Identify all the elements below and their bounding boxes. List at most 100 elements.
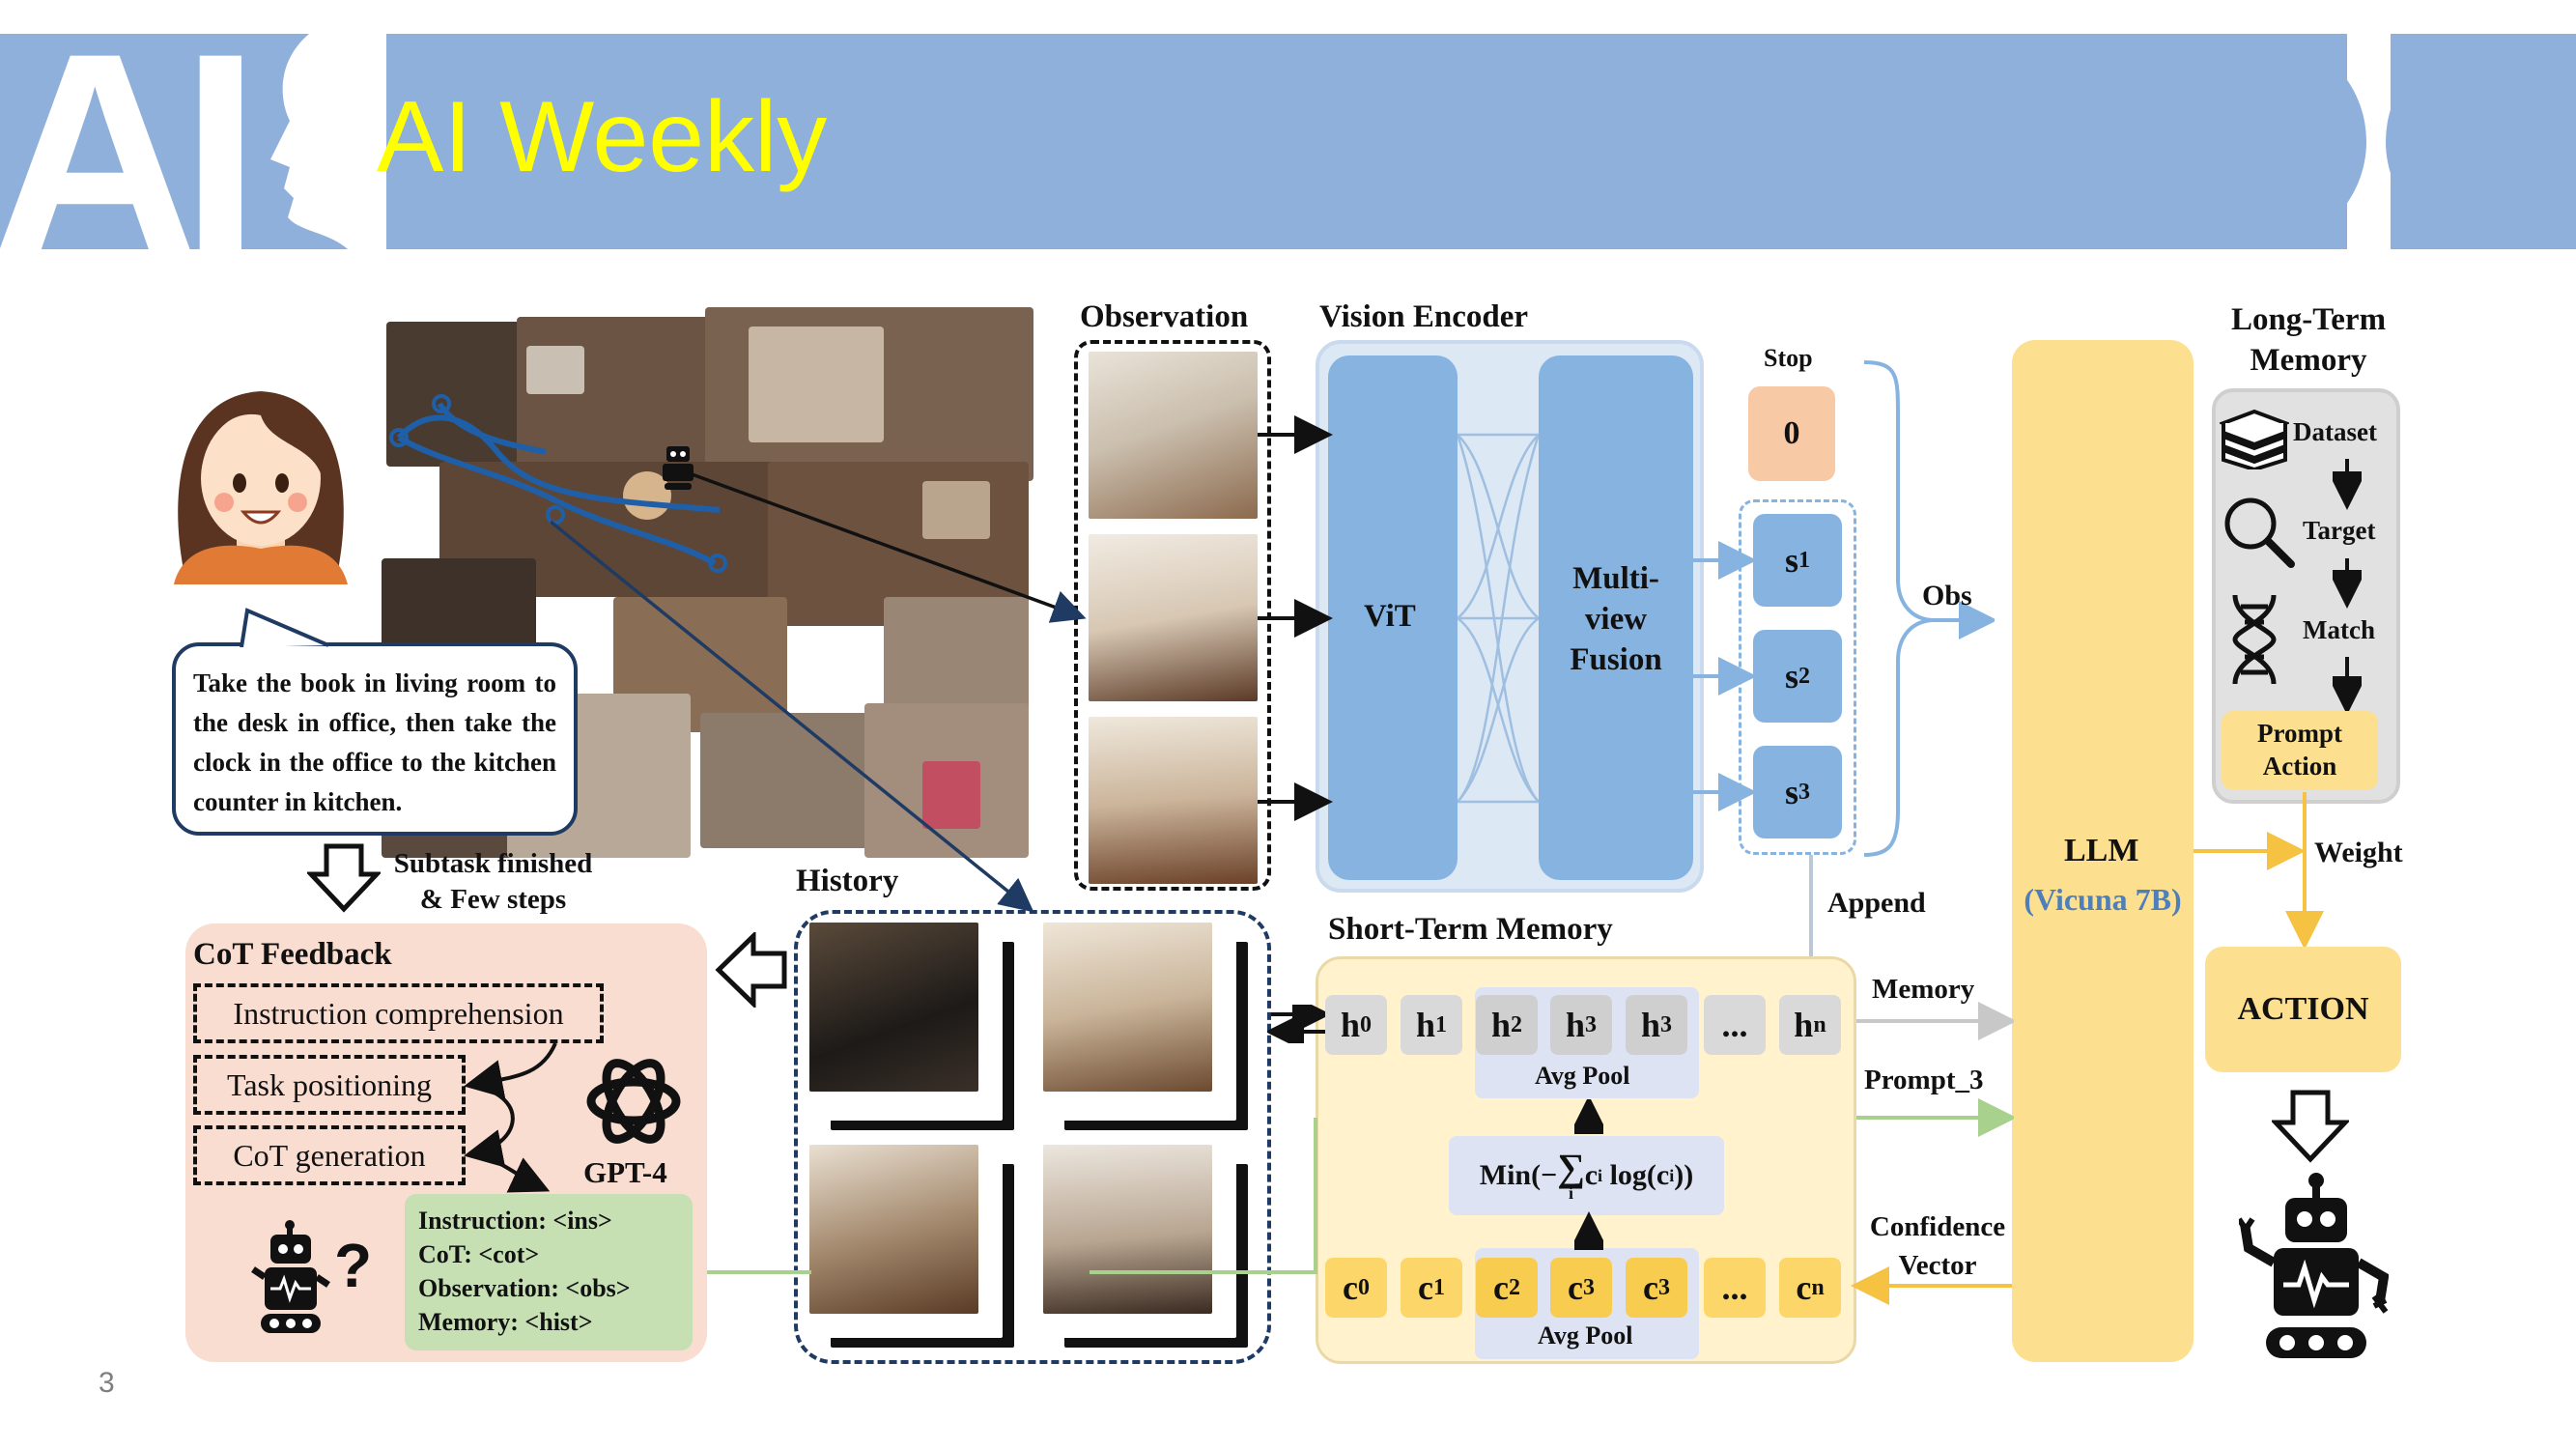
history-title: History [796, 864, 899, 898]
prompt-line-cot: CoT: <cot> [418, 1240, 540, 1268]
svg-text:?: ? [334, 1231, 370, 1300]
prompt-action-line2: Action [2262, 752, 2337, 781]
gpt-logo-icon [586, 1059, 681, 1144]
llm-label: LLM [2064, 833, 2139, 868]
token-sub: n [1811, 1274, 1825, 1300]
page-number: 3 [99, 1367, 115, 1399]
vit-label: ViT [1364, 599, 1416, 634]
weight-arrows [2194, 792, 2324, 947]
observation-image-3 [1089, 717, 1258, 884]
observation-image-2 [1089, 534, 1258, 701]
token-sub: 3 [1660, 1011, 1673, 1037]
prompt-line-memory: Memory: <hist> [418, 1308, 593, 1336]
token-sub: 1 [1435, 1011, 1448, 1037]
fusion-to-state-arrows [1693, 541, 1753, 811]
cot-flow-arrows [464, 1042, 557, 1193]
memory-label: Memory [1872, 974, 1975, 1005]
ltm-flow-arrows [2333, 459, 2362, 715]
token-base: c [1568, 1268, 1583, 1307]
token-base: c [1343, 1268, 1358, 1307]
ltm-title-line1: Long-Term [2230, 302, 2387, 337]
token-base: h [1640, 1006, 1661, 1044]
state-letter: s [1784, 773, 1798, 811]
stop-label: Stop [1764, 344, 1813, 372]
action-down-arrow-icon [2272, 1090, 2349, 1163]
token-sub: 2 [1511, 1011, 1523, 1037]
instruction-text: Take the book in living room to the desk… [193, 668, 556, 816]
token-sub: 3 [1582, 1274, 1595, 1300]
formula-sigma: ∑ [1557, 1145, 1585, 1189]
dna-icon [2232, 594, 2277, 685]
token-base: c [1796, 1268, 1812, 1307]
token-sub: 0 [1357, 1274, 1370, 1300]
state-sub: 2 [1798, 663, 1810, 689]
prompt-action-box: Prompt Action [2222, 711, 2378, 790]
ltm-title-line2: Memory [2250, 343, 2367, 378]
prompt3-label: Prompt_3 [1864, 1065, 1984, 1095]
observation-title: Observation [1080, 299, 1249, 334]
ltm-step-target: Target [2303, 516, 2376, 545]
header-right-cap [2386, 34, 2576, 249]
token-base: c [1418, 1268, 1433, 1307]
obs-brace [1863, 360, 1995, 857]
token-base: h [1794, 1006, 1814, 1044]
formula-end: )) [1674, 1159, 1694, 1191]
ltm-step-dataset: Dataset [2293, 417, 2377, 446]
cot-prompt-box: Instruction: <ins> CoT: <cot> Observatio… [405, 1194, 693, 1350]
stm-title: Short-Term Memory [1328, 912, 1613, 947]
fusion-label: Multi-view Fusion [1570, 561, 1662, 677]
prompt-line-observation: Observation: <obs> [418, 1274, 631, 1302]
history-to-cot-arrow [715, 932, 787, 1008]
token-sub: 1 [1432, 1274, 1445, 1300]
instruction-bubble: Take the book in living room to the desk… [172, 642, 578, 836]
stop-token: 0 [1748, 386, 1835, 481]
llm-block [2012, 340, 2194, 1362]
obs-label: Obs [1922, 580, 1972, 611]
c-avgpool-label: Avg Pool [1538, 1321, 1633, 1350]
obs-to-encoder-arrows [1258, 415, 1333, 821]
llm-model-label: (Vicuna 7B) [2024, 882, 2182, 917]
head-silhouette-icon [270, 34, 386, 249]
formula-index: i [1568, 1182, 1573, 1203]
page-title: AI Weekly [377, 81, 828, 193]
state-sub: 3 [1798, 779, 1810, 805]
history-image-3 [809, 1145, 978, 1314]
woman-avatar-icon [174, 391, 348, 584]
cot-item-instruction: Instruction comprehension [193, 983, 604, 1043]
token-sub: n [1813, 1011, 1826, 1037]
fusion-block [1539, 355, 1693, 880]
vision-encoder-title: Vision Encoder [1319, 299, 1529, 334]
stm-to-llm-arrows [676, 1002, 2014, 1305]
formula-suffix: log(c [1602, 1159, 1670, 1191]
confidence-label-line2: Vector [1898, 1250, 1977, 1281]
token-base: h [1490, 1006, 1512, 1044]
observation-image-1 [1089, 352, 1258, 519]
state-letter: s [1784, 541, 1798, 580]
header-pill [290, 34, 2366, 249]
vit-block [1328, 355, 1458, 880]
robot-icon [2239, 1173, 2389, 1358]
c-token: ... [1704, 1258, 1766, 1318]
formula-body-sub: i [1598, 1165, 1603, 1185]
history-image-4 [1043, 1145, 1212, 1314]
magnifier-icon [2224, 497, 2295, 568]
token-sub: 3 [1657, 1274, 1670, 1300]
subtask-label: Subtask finished & Few steps [393, 848, 593, 915]
confidence-label: Confidence Vector [1860, 1208, 2015, 1285]
bubble-tail [240, 608, 329, 647]
down-arrow-icon [307, 843, 381, 913]
history-panel [794, 910, 1271, 1364]
question-robot-icon: ? [251, 1220, 370, 1333]
